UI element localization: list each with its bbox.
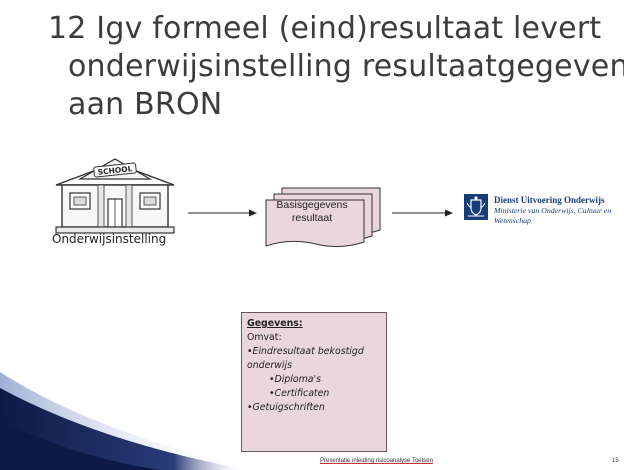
arrow-right-icon: [392, 209, 453, 217]
duo-name: Dienst Uitvoering Onderwijs: [494, 195, 605, 205]
arrow-right-icon: [188, 209, 257, 217]
documents-line-1: Basisgegevens: [276, 199, 348, 211]
title-line-1: 12 Igv formeel (eind)resultaat levert: [48, 11, 602, 46]
duo-crest-icon: [464, 194, 488, 220]
duo-ministry-2: Wetenschap: [494, 216, 531, 225]
documents-label: Basisgegevens resultaat: [266, 199, 358, 225]
title-line-2: onderwijsinstelling resultaatgegevens: [68, 49, 624, 84]
gegevens-header: Gegevens:: [247, 318, 303, 329]
gegevens-omvat: Omvat:: [247, 332, 282, 343]
school-sign: SCHOOL: [97, 164, 133, 177]
duo-ministry: Ministerie van Onderwijs, Cultuur en: [494, 206, 612, 215]
gegevens-box: Gegevens: Omvat: •Eindresultaat bekostig…: [241, 312, 387, 452]
gegevens-item-certificaten: •Certificaten: [269, 388, 330, 399]
title-line-3: aan BRON: [68, 87, 223, 122]
gegevens-item-getuigschriften: •Getuigschriften: [247, 402, 325, 413]
gegevens-item-diplomas: •Diploma's: [269, 374, 321, 385]
gegevens-item-eindresultaat-cont: onderwijs: [247, 360, 293, 371]
document-stack-icon: [265, 187, 381, 248]
footer-text: Presentatie inleiding risicoanalyse Toet…: [320, 458, 433, 464]
documents-line-2: resultaat: [291, 212, 333, 224]
school-building-icon: SCHOOL: [55, 158, 175, 234]
page-number: 15: [612, 458, 619, 464]
school-label: Onderwijsinstelling: [52, 232, 167, 246]
slide-title: 12 Igv formeel (eind)resultaat levert on…: [48, 10, 624, 124]
duo-logo-text: Dienst Uitvoering Onderwijs Ministerie v…: [494, 195, 611, 226]
gegevens-item-eindresultaat: •Eindresultaat bekostigd: [247, 346, 364, 357]
decorative-swoosh: [0, 372, 248, 470]
